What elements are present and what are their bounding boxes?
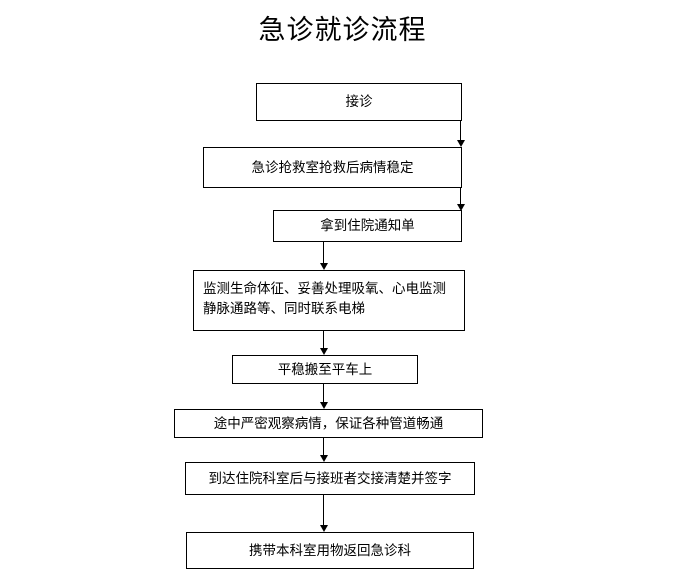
arrowhead-down-icon [319, 525, 328, 532]
edge-shaft [323, 495, 324, 526]
edge-shaft [323, 331, 324, 349]
edge-shaft [460, 188, 461, 205]
flow-node-6-label: 途中严密观察病情，保证各种管道畅通 [213, 415, 444, 432]
flow-node-6[interactable]: 途中严密观察病情，保证各种管道畅通 [174, 409, 483, 438]
flow-node-4-label-line1: 监测生命体征、妥善处理吸氧、心电监测 [203, 281, 446, 297]
flow-node-8[interactable]: 携带本科室用物返回急诊科 [186, 532, 474, 569]
flow-node-5-label: 平稳搬至平车上 [277, 361, 373, 378]
flow-node-2[interactable]: 急诊抢救室抢救后病情稳定 [203, 147, 462, 188]
arrowhead-down-icon [319, 263, 328, 270]
flow-node-1[interactable]: 接诊 [256, 83, 462, 121]
flow-node-2-label: 急诊抢救室抢救后病情稳定 [251, 159, 414, 176]
flow-node-4-label-line2: 静脉通路等、同时联系电梯 [203, 301, 365, 317]
flow-node-8-label: 携带本科室用物返回急诊科 [249, 542, 411, 559]
flow-node-4[interactable]: 监测生命体征、妥善处理吸氧、心电监测 静脉通路等、同时联系电梯 [193, 270, 465, 331]
page-title: 急诊就诊流程 [258, 15, 427, 46]
edge-shaft [323, 384, 324, 403]
arrowhead-down-icon [319, 455, 328, 462]
flow-node-3-label: 拿到住院通知单 [320, 218, 415, 234]
flow-node-3[interactable]: 拿到住院通知单 [273, 210, 462, 242]
edge-shaft [460, 121, 461, 141]
arrowhead-down-icon [456, 140, 465, 147]
flow-node-7-label: 到达住院科室后与接班者交接清楚并签字 [208, 470, 452, 487]
arrowhead-down-icon [319, 348, 328, 355]
edge-shaft [323, 242, 324, 264]
arrowhead-down-icon [319, 402, 328, 409]
arrowhead-down-icon [456, 204, 465, 211]
edge-shaft [323, 438, 324, 456]
flow-node-7[interactable]: 到达住院科室后与接班者交接清楚并签字 [185, 462, 475, 495]
flow-node-1-label: 接诊 [345, 94, 373, 110]
flow-node-5[interactable]: 平稳搬至平车上 [232, 355, 418, 384]
